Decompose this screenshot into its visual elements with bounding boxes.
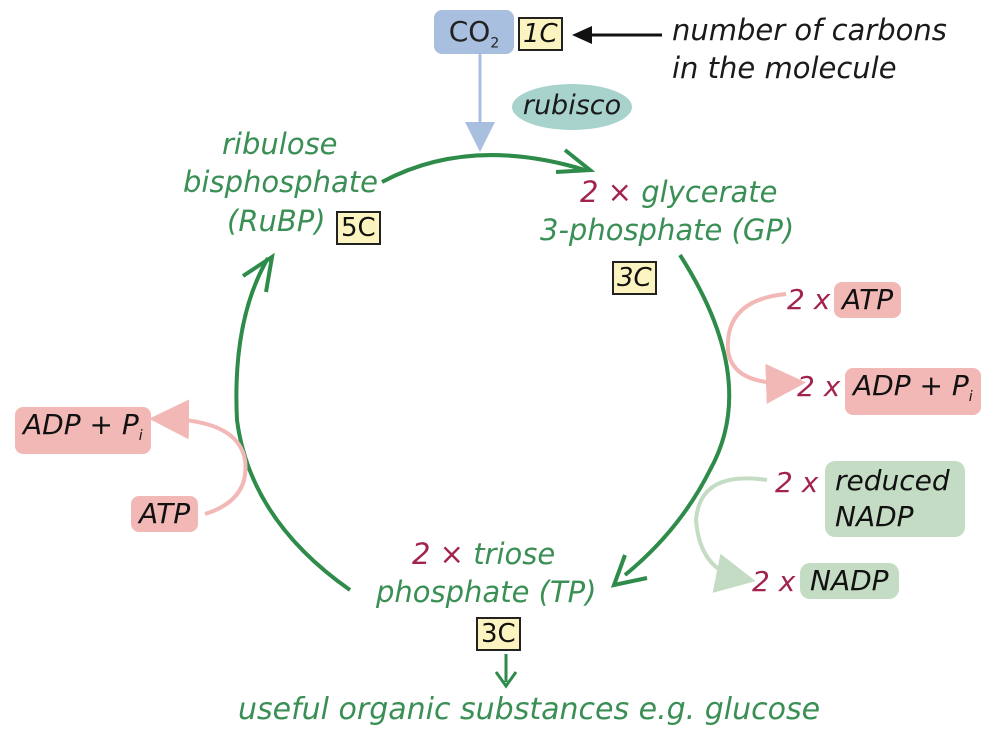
right-atp-multiplier: 2 x: [787, 283, 831, 316]
cycle-arrowhead-tp: [610, 554, 648, 588]
gp-line-2: 3-phosphate (GP): [540, 213, 795, 247]
tp-multiplier: 2 ×: [412, 537, 464, 571]
right-atp-box: ATP: [834, 282, 902, 318]
rubisco-ellipse: rubisco: [512, 84, 632, 130]
co2-label: CO: [448, 15, 491, 48]
tp-line-2: phosphate (TP): [376, 575, 597, 609]
reduced-nadp-box: reduced NADP: [825, 461, 965, 537]
output-arrowhead: [494, 671, 518, 689]
gp-multiplier: 2 ×: [580, 175, 632, 209]
left-adp-subscript: i: [138, 428, 143, 444]
nadp-box: NADP: [800, 563, 899, 599]
tp-carbon-count: 3C: [476, 617, 521, 651]
tp-name-1: triose: [473, 537, 556, 571]
nadp-multiplier: 2 x: [752, 565, 796, 598]
gp-carbon-count: 3C: [612, 261, 657, 295]
right-adp-label: ADP + P: [853, 369, 969, 402]
rubp-carbon-count: 5C: [336, 211, 381, 245]
atp-consumption-arrow-right: [725, 292, 806, 404]
cycle-arrowhead-gp: [555, 148, 596, 174]
co2-carbon-count: 1C: [518, 17, 563, 51]
tp-line-1: 2 × triose: [412, 537, 556, 571]
legend-pointer-arrowhead: [572, 26, 592, 44]
right-adp-box: ADP + Pi: [845, 368, 981, 415]
legend-line-2: in the molecule: [672, 51, 897, 85]
cycle-arrow-tp-to-rubp: [234, 256, 352, 592]
output-label: useful organic substances e.g. glucose: [238, 692, 821, 727]
reduced-nadp-line-1: reduced: [835, 464, 950, 497]
cycle-arrow-rubp-to-gp: [381, 153, 586, 184]
atp-consumption-arrow-left: [149, 399, 248, 516]
rubisco-label: rubisco: [522, 90, 622, 121]
nadp-consumption-arrow: [693, 476, 768, 593]
reduced-nadp-multiplier: 2 x: [775, 466, 819, 499]
cycle-arrowhead-rubp: [241, 252, 275, 293]
gp-line-1: 2 × glycerate: [580, 175, 778, 209]
gp-name-1: glycerate: [641, 175, 778, 209]
right-adp-subscript: i: [968, 389, 973, 405]
left-adp-label: ADP + P: [23, 408, 139, 441]
co2-box: CO2: [434, 10, 514, 54]
rubp-line-2: bisphosphate: [183, 165, 378, 199]
reduced-nadp-line-2: NADP: [835, 500, 914, 533]
left-adp-box: ADP + Pi: [15, 407, 151, 454]
right-adp-multiplier: 2 x: [797, 370, 841, 403]
cycle-arrow-gp-to-tp: [623, 253, 732, 577]
rubp-line-1: ribulose: [222, 127, 338, 161]
legend-line-1: number of carbons: [672, 13, 947, 47]
co2-subscript: 2: [490, 35, 500, 52]
rubp-line-3: (RuBP): [227, 204, 326, 238]
left-atp-box: ATP: [131, 496, 199, 532]
